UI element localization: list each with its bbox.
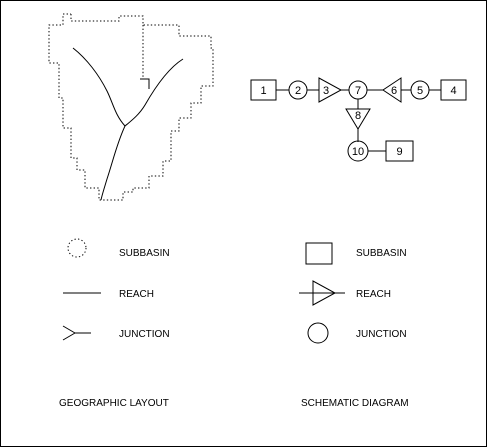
node-7-junction — [348, 80, 368, 100]
schematic-legend: SUBBASIN REACH JUNCTION SCHEMATIC DIAGRA… — [299, 242, 409, 409]
node-label-9: 9 — [396, 146, 402, 158]
reach-east-channel — [124, 58, 184, 127]
legend-schem-reach-label: REACH — [356, 289, 391, 300]
node-6-reach — [382, 77, 402, 103]
legend-schem-junction-label: JUNCTION — [356, 329, 407, 340]
node-2-junction — [288, 80, 308, 100]
watershed-map — [48, 13, 214, 201]
schematic-diagram — [250, 77, 467, 162]
reach-main-channel — [72, 47, 126, 201]
node-label-4: 4 — [450, 85, 456, 97]
node-label-5: 5 — [417, 85, 423, 97]
node-label-2: 2 — [295, 85, 301, 97]
reach-north-tributary — [140, 78, 150, 89]
legend-schem-subbasin-label: SUBBASIN — [356, 248, 407, 259]
legend-geo-subbasin-label: SUBBASIN — [119, 248, 170, 259]
node-4-subbasin — [440, 79, 467, 101]
geographic-legend: SUBBASIN REACH JUNCTION GEOGRAPHIC LAYOU… — [59, 238, 170, 409]
node-label-10: 10 — [352, 146, 364, 158]
node-1-subbasin — [250, 79, 277, 101]
node-label-7: 7 — [355, 85, 361, 97]
schematic-node-labels: 1 2 3 7 6 5 4 8 10 9 — [260, 85, 456, 158]
legend-subbasin-box-icon — [305, 242, 333, 265]
legend-junction-fork-icon — [62, 325, 91, 341]
node-label-3: 3 — [323, 85, 329, 97]
node-8-reach — [345, 108, 371, 130]
node-10-junction — [347, 140, 369, 162]
node-label-8: 8 — [355, 110, 361, 122]
geographic-layout-caption: GEOGRAPHIC LAYOUT — [59, 398, 169, 409]
legend-junction-circle-icon — [307, 322, 329, 344]
legend-geo-junction-label: JUNCTION — [119, 329, 170, 340]
node-label-1: 1 — [260, 85, 266, 97]
node-label-6: 6 — [391, 85, 397, 97]
legend-subbasin-dotted-icon — [67, 238, 87, 258]
watershed-outline — [48, 13, 214, 201]
schematic-diagram-caption: SCHEMATIC DIAGRAM — [301, 398, 409, 409]
node-5-junction — [410, 80, 430, 100]
legend-reach-triangle-icon — [299, 280, 345, 306]
node-9-subbasin — [385, 140, 414, 162]
node-3-reach — [318, 77, 343, 103]
legend-geo-reach-label: REACH — [119, 289, 154, 300]
